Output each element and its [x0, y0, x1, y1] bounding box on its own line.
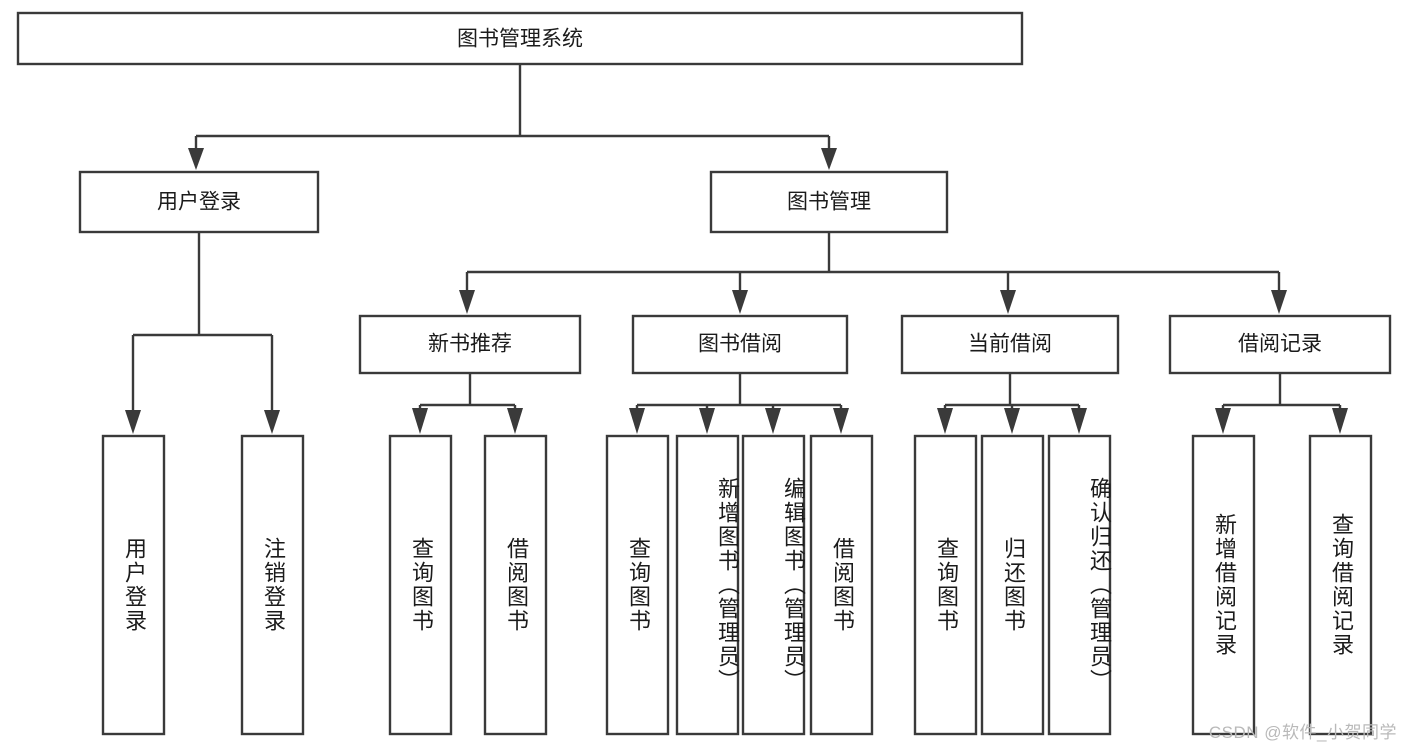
leaf-borrow-book-2-box[interactable] — [809, 434, 874, 736]
leaf-query-book-1-box[interactable] — [388, 434, 453, 736]
node-book-borrow-label: 图书借阅 — [698, 333, 782, 356]
node-book-manage-label: 图书管理 — [787, 191, 871, 214]
node-borrow-record-label: 借阅记录 — [1238, 333, 1322, 356]
arrow-leaf-query-book-2 — [629, 408, 645, 434]
connector-group — [125, 64, 1348, 434]
node-book-borrow[interactable]: 图书借阅 — [631, 314, 849, 375]
leaf-user-login-box[interactable] — [101, 434, 166, 736]
arrow-leaf-query-record — [1332, 408, 1348, 434]
arrow-new-book-recommend — [459, 290, 475, 314]
leaf-logout-login-box[interactable] — [240, 434, 305, 736]
node-current-borrow-box[interactable] — [900, 314, 1120, 375]
leaf-edit-book-box[interactable] — [741, 434, 806, 736]
leaf-confirm-return-box[interactable] — [1047, 434, 1112, 736]
node-new-book-recommend-label: 新书推荐 — [428, 333, 512, 356]
arrow-user-login — [188, 148, 204, 170]
arrow-book-manage — [821, 148, 837, 170]
node-user-login-box[interactable] — [78, 170, 320, 234]
leaf-query-record-box[interactable] — [1308, 434, 1373, 736]
arrow-leaf-logout-login — [264, 410, 280, 434]
leaf-return-book-box[interactable] — [980, 434, 1045, 736]
arrow-leaf-query-book-3 — [937, 408, 953, 434]
arrow-leaf-edit-book — [765, 408, 781, 434]
node-current-borrow[interactable]: 当前借阅 — [900, 314, 1120, 375]
node-root-label: 图书管理系统 — [457, 28, 583, 51]
node-book-borrow-box[interactable] — [631, 314, 849, 375]
leaf-query-book-3-box[interactable] — [913, 434, 978, 736]
arrow-leaf-add-book — [699, 408, 715, 434]
leaf-query-book-2-box[interactable] — [605, 434, 670, 736]
arrow-leaf-confirm-return — [1071, 408, 1087, 434]
arrow-leaf-return-book — [1004, 408, 1020, 434]
arrow-leaf-query-book-1 — [412, 408, 428, 434]
arrow-leaf-borrow-book-2 — [833, 408, 849, 434]
node-user-login[interactable]: 用户登录 — [78, 170, 320, 234]
node-user-login-label: 用户登录 — [157, 191, 241, 214]
leaf-node-group — [101, 434, 1373, 736]
arrow-book-borrow — [732, 290, 748, 314]
node-borrow-record-box[interactable] — [1168, 314, 1392, 375]
arrow-leaf-borrow-book-1 — [507, 408, 523, 434]
node-book-manage[interactable]: 图书管理 — [709, 170, 949, 234]
leaf-add-book-box[interactable] — [675, 434, 740, 736]
arrow-current-borrow — [1000, 290, 1016, 314]
node-book-manage-box[interactable] — [709, 170, 949, 234]
node-new-book-recommend[interactable]: 新书推荐 — [358, 314, 582, 375]
node-borrow-record[interactable]: 借阅记录 — [1168, 314, 1392, 375]
csdn-watermark: CSDN @软件_小贺同学 — [1208, 723, 1397, 742]
arrow-borrow-record — [1271, 290, 1287, 314]
leaf-borrow-book-1-box[interactable] — [483, 434, 548, 736]
arrow-leaf-user-login — [125, 410, 141, 434]
node-root-box[interactable] — [16, 11, 1024, 66]
leaf-add-record-box[interactable] — [1191, 434, 1256, 736]
node-root[interactable]: 图书管理系统 — [16, 11, 1024, 66]
arrow-leaf-add-record — [1215, 408, 1231, 434]
node-current-borrow-label: 当前借阅 — [968, 333, 1052, 356]
node-new-book-recommend-box[interactable] — [358, 314, 582, 375]
